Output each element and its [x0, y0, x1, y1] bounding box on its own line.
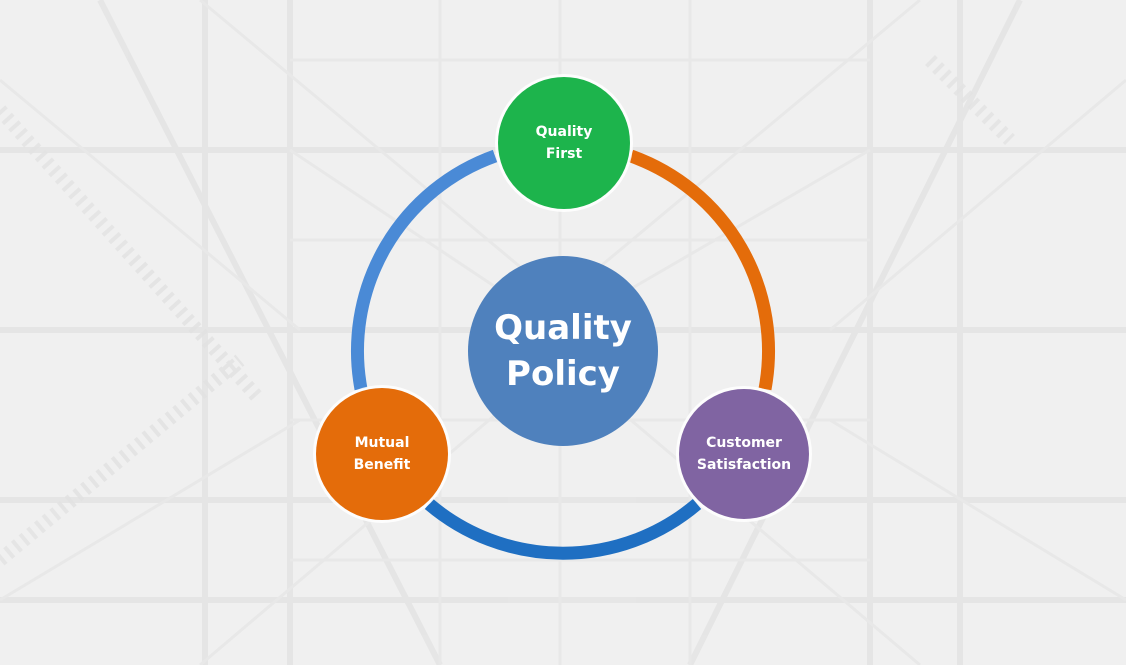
node-customer-satisfaction: Customer Satisfaction: [679, 389, 809, 519]
node-quality-first-line2: First: [545, 146, 583, 162]
node-customer-satisfaction-line2: Satisfaction: [696, 457, 792, 473]
node-mutual-benefit-line2: Benefit: [353, 457, 411, 473]
node-quality-first: Quality First: [498, 77, 630, 209]
connector-arc-mutual-benefit-to-quality-first: [351, 149, 498, 391]
center-label-line1: Quality: [494, 308, 632, 348]
node-quality-first-line1: Quality: [535, 124, 593, 140]
center-node-quality-policy: Quality Policy: [468, 256, 658, 446]
node-mutual-benefit-line1: Mutual: [354, 435, 410, 451]
node-customer-satisfaction-line1: Customer: [706, 435, 782, 451]
connector-arc-quality-first-to-customer-satisfaction: [628, 149, 775, 391]
connector-arc-customer-satisfaction-to-mutual-benefit: [424, 499, 702, 560]
node-mutual-benefit: Mutual Benefit: [316, 388, 448, 520]
center-label-line2: Policy: [506, 354, 620, 394]
